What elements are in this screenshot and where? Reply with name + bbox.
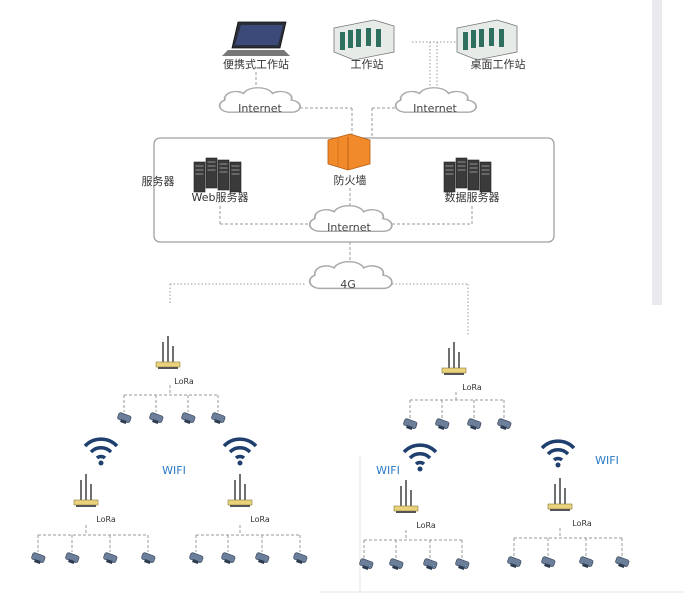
lower-left-panel (0, 305, 360, 592)
lora-label: LoRa (572, 519, 592, 528)
web-server-label: Web服务器 (192, 191, 249, 204)
laptop-label: 便携式工作站 (223, 57, 289, 71)
camera-icon (466, 417, 483, 431)
wifi-label-left: WIFI (162, 464, 186, 477)
lora-label-right-top: LoRa (462, 383, 482, 392)
db-server-icon (443, 157, 492, 193)
wifi-label-right-b: WIFI (595, 454, 619, 467)
camera-icon (454, 557, 471, 571)
internet-label-inner: Internet (327, 221, 371, 234)
lora-label: LoRa (250, 515, 270, 524)
db-server-label: 数据服务器 (445, 190, 500, 204)
camera-icon (540, 555, 557, 569)
camera-icon (506, 555, 523, 569)
4g-label: 4G (340, 278, 356, 291)
wifi-icon (540, 439, 576, 470)
camera-icon (496, 417, 513, 431)
camera-icon (388, 557, 405, 571)
camera-icon (402, 417, 419, 431)
router-icon (547, 477, 573, 512)
side-bar (652, 0, 662, 305)
desktop-workstation-label: 桌面工作站 (471, 57, 526, 71)
camera-icon (422, 557, 439, 571)
lora-label: LoRa (416, 521, 436, 530)
firewall-label: 防火墙 (334, 173, 367, 187)
internet-label-left: Internet (238, 102, 282, 115)
wifi-icon (402, 443, 438, 474)
laptop-icon (222, 21, 290, 56)
workstation-label: 工作站 (351, 57, 384, 71)
lora-label-left-top: LoRa (174, 377, 194, 386)
workstation-icon (333, 19, 395, 61)
firewall-icon (327, 133, 371, 171)
camera-icon (578, 555, 595, 569)
camera-icon (358, 557, 375, 571)
router-icon-right-top (441, 341, 467, 376)
desktop-workstation-icon (456, 19, 518, 61)
server-group-label: 服务器 (142, 175, 175, 188)
camera-icon (434, 417, 451, 431)
internet-label-right: Internet (413, 102, 457, 115)
camera-icon (614, 555, 631, 569)
web-server-icon (193, 157, 242, 193)
wifi-label-right-a: WIFI (376, 464, 400, 477)
lora-label: LoRa (96, 515, 116, 524)
router-icon (393, 479, 419, 514)
